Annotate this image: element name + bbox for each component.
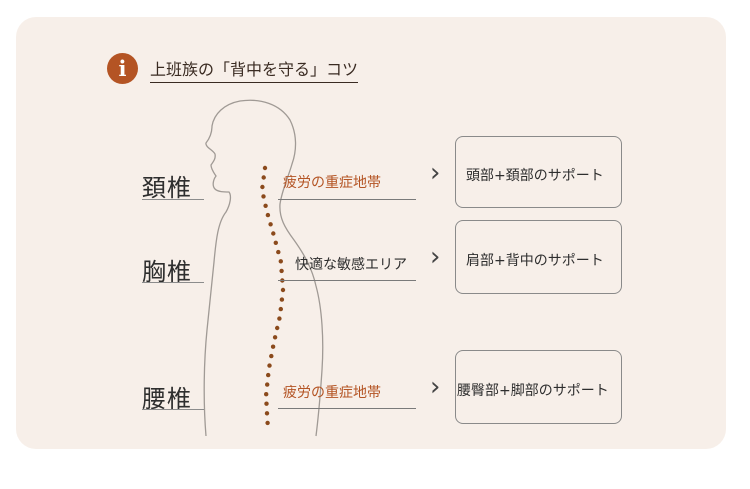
support-text-lumbar: 腰臀部+脚部のサポート xyxy=(457,383,609,399)
info-card xyxy=(16,17,726,449)
spine-dot xyxy=(271,231,276,236)
arrow-thoracic: › xyxy=(430,242,441,272)
header-title: 上班族の「背中を守る」コツ xyxy=(150,56,359,83)
region-underline-cervical xyxy=(142,199,204,200)
note-underline-thoracic xyxy=(278,280,416,281)
support-text-cervical: 頭部+頚部のサポート xyxy=(466,168,604,184)
arrow-lumbar: › xyxy=(430,372,441,402)
spine-dot xyxy=(263,203,268,208)
spine-dot xyxy=(265,382,270,387)
spine-dot xyxy=(264,411,270,416)
spine-dot xyxy=(264,392,269,397)
region-label-lumbar: 腰椎 xyxy=(142,385,192,413)
spine-dot xyxy=(261,175,266,180)
spine-dot xyxy=(279,297,285,302)
region-label-cervical: 頚椎 xyxy=(142,174,192,202)
spine-dot xyxy=(280,287,286,293)
note-underline-cervical xyxy=(278,199,416,200)
support-box-lumbar xyxy=(455,350,622,424)
note-cervical: 疲労の重症地帯 xyxy=(283,175,381,191)
spine-dot xyxy=(270,344,276,349)
spine-dot xyxy=(267,363,272,368)
spine-dot xyxy=(266,372,271,378)
region-underline-lumbar xyxy=(142,409,204,410)
info-icon: i xyxy=(107,53,138,84)
support-box-cervical xyxy=(455,136,622,208)
spine-dot xyxy=(276,249,281,255)
note-lumbar: 疲労の重症地帯 xyxy=(283,385,381,401)
spine-dot xyxy=(265,420,270,426)
spine-dots xyxy=(260,165,286,426)
spine-dot xyxy=(261,194,266,199)
spine-dot xyxy=(265,212,271,218)
spine-dot xyxy=(260,184,265,190)
silhouette-outline xyxy=(203,99,324,437)
spine-dot xyxy=(273,240,278,245)
spine-dot xyxy=(264,401,269,406)
spine-dot xyxy=(262,165,268,171)
note-underline-lumbar xyxy=(278,408,416,409)
support-box-thoracic xyxy=(455,220,622,294)
header-underline xyxy=(150,82,359,83)
spine-dot xyxy=(269,353,274,359)
spine-dot xyxy=(277,316,282,321)
region-underline-thoracic xyxy=(142,282,204,283)
header-title-text: 上班族の「背中を守る」コツ xyxy=(150,60,359,79)
support-text-thoracic: 肩部+背中のサポート xyxy=(466,253,604,269)
spine-dot xyxy=(279,268,284,274)
region-label-thoracic: 胸椎 xyxy=(142,258,192,286)
spine-dot xyxy=(278,306,283,312)
spine-dot xyxy=(268,222,273,227)
spine-dot xyxy=(272,335,278,340)
note-thoracic: 快適な敏感エリア xyxy=(295,257,407,273)
spine-dot xyxy=(275,325,280,331)
spine-dot xyxy=(278,259,283,264)
arrow-cervical: › xyxy=(430,158,441,188)
